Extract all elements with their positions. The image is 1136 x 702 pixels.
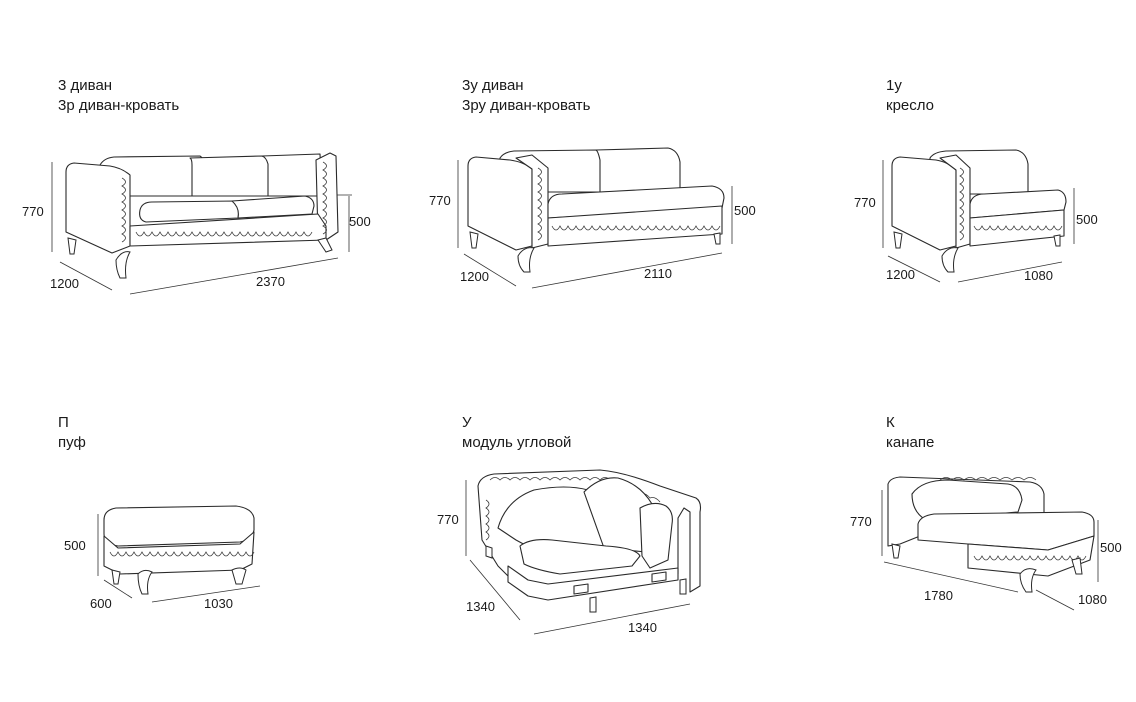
- height-dimension: 770: [854, 195, 876, 210]
- height-dimension: 770: [437, 512, 459, 527]
- item-name: 3р диван-кровать: [58, 97, 180, 114]
- item-code: У: [462, 414, 472, 431]
- item-code: 3у диван: [462, 77, 524, 94]
- depth-dimension: 1200: [886, 267, 915, 282]
- item-code: К: [886, 414, 895, 431]
- seat-height-dimension: 500: [349, 214, 371, 229]
- item-name: пуф: [58, 434, 86, 451]
- depth-dimension: 1200: [460, 269, 489, 284]
- item-name: канапе: [886, 434, 935, 451]
- width-dimension: 1080: [1024, 268, 1053, 283]
- height-dimension: 770: [850, 514, 872, 529]
- item-title: 3 диван 3р диван-кровать: [58, 76, 179, 116]
- item-title: У модуль угловой: [462, 413, 571, 453]
- width-dimension: 1080: [1078, 592, 1107, 607]
- depth-dimension: 1200: [50, 276, 79, 291]
- width-dimension: 2110: [644, 266, 672, 281]
- item-name: модуль угловой: [462, 434, 572, 451]
- width-dimension: 1030: [204, 596, 233, 611]
- depth-dimension: 1340: [466, 599, 495, 614]
- seat-height-dimension: 500: [1100, 540, 1122, 555]
- item-code: П: [58, 414, 69, 431]
- height-dimension: 770: [429, 193, 451, 208]
- width-dimension: 2370: [256, 274, 285, 289]
- item-title: 3у диван 3ру диван-кровать: [462, 76, 590, 116]
- seat-height-dimension: 500: [1076, 212, 1098, 227]
- width-dimension: 1340: [628, 620, 657, 635]
- item-title: К канапе: [886, 413, 934, 453]
- seat-height-dimension: 500: [734, 203, 756, 218]
- depth-dimension: 600: [90, 596, 112, 611]
- item-title: П пуф: [58, 413, 86, 453]
- item-code: 3 диван: [58, 77, 113, 94]
- item-code: 1у: [886, 77, 902, 94]
- item-name: кресло: [886, 97, 935, 114]
- depth-dimension: 1780: [924, 588, 953, 603]
- item-title: 1у кресло: [886, 76, 934, 116]
- item-name: 3ру диван-кровать: [462, 97, 591, 114]
- height-dimension: 770: [22, 204, 44, 219]
- height-dimension: 500: [64, 538, 86, 553]
